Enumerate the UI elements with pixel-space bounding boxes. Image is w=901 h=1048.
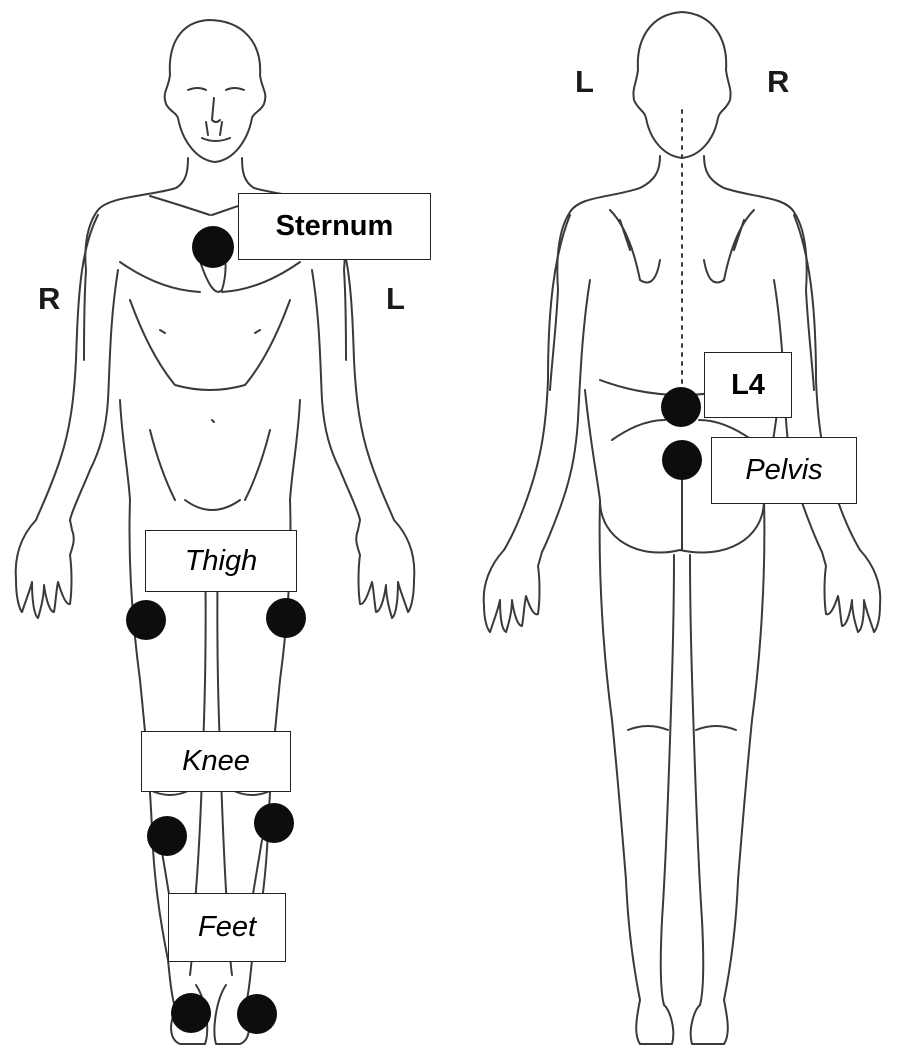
marker-l4 (661, 387, 701, 427)
sternum-label: Sternum (238, 193, 431, 260)
front-left-hand (356, 520, 414, 618)
marker-right-foot (171, 993, 211, 1033)
marker-left-foot (237, 994, 277, 1034)
marker-left-thigh (266, 598, 306, 638)
marker-pelvis (662, 440, 702, 480)
thigh-label: Thigh (145, 530, 297, 592)
back-right-hand (822, 550, 880, 632)
back-knee-lines (628, 726, 736, 730)
l4-label: L4 (704, 352, 792, 418)
back-left-arm (504, 215, 590, 552)
front-right-side-label: R (38, 283, 60, 314)
back-left-side-label: L (575, 66, 594, 97)
front-left-side-label: L (386, 283, 405, 314)
front-right-hand (16, 520, 74, 618)
pelvis-label: Pelvis (711, 437, 857, 504)
back-feet (640, 1005, 724, 1044)
back-left-leg (600, 500, 674, 1044)
front-right-arm (36, 215, 118, 520)
marker-right-thigh (126, 600, 166, 640)
back-left-hand (484, 550, 542, 632)
front-face (188, 88, 244, 141)
back-right-leg (690, 500, 764, 1044)
back-figure (484, 12, 881, 1044)
back-right-side-label: R (767, 66, 789, 97)
marker-left-knee (254, 803, 294, 843)
front-left-arm (312, 215, 394, 520)
front-abdomen (120, 400, 300, 510)
feet-label: Feet (168, 893, 286, 962)
marker-right-knee (147, 816, 187, 856)
knee-label: Knee (141, 731, 291, 792)
marker-sternum (192, 226, 234, 268)
